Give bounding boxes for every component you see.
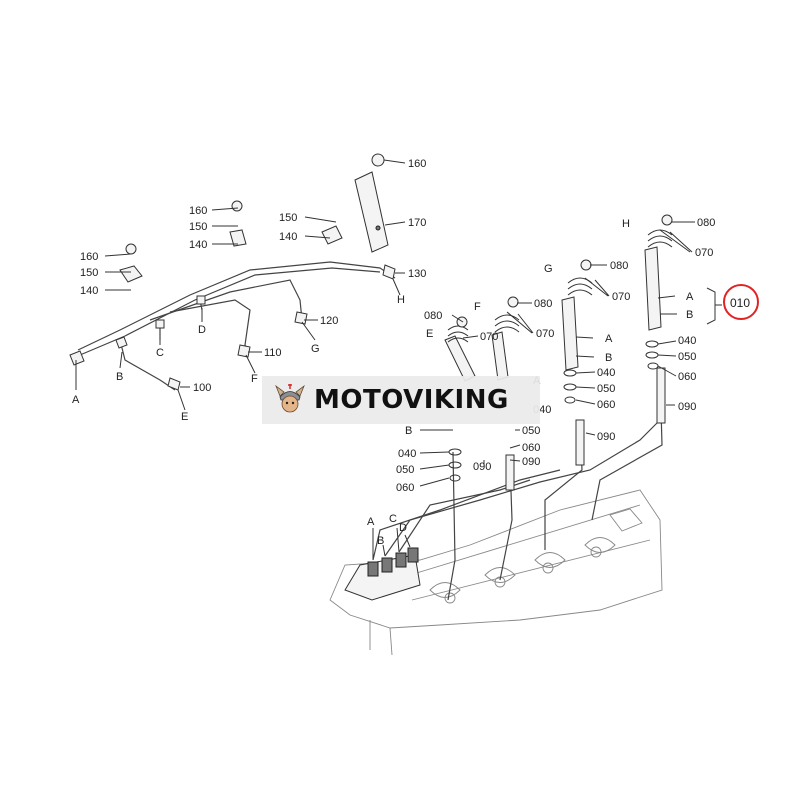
label-110: 110 — [264, 347, 282, 359]
label-060: 060 — [597, 399, 615, 411]
label-100: 100 — [193, 382, 211, 394]
label-160: 160 — [189, 205, 207, 217]
label-070: 070 — [536, 328, 554, 340]
ref-label-b: B — [405, 425, 412, 437]
part-labels: 160 160 160 150 150 150 140 140 140 170 … — [72, 158, 750, 494]
pump-port-label-b: B — [377, 535, 384, 547]
label-040: 040 — [597, 367, 615, 379]
label-150: 150 — [279, 212, 297, 224]
label-140: 140 — [279, 231, 297, 243]
label-090: 090 — [522, 456, 540, 468]
watermark-banner: MOTOVIKING — [262, 376, 540, 424]
label-090: 090 — [678, 401, 696, 413]
label-150: 150 — [189, 221, 207, 233]
hose-label-f: F — [251, 373, 258, 385]
pump-port-label-d: D — [399, 522, 407, 534]
label-050: 050 — [678, 351, 696, 363]
engine-block — [329, 489, 663, 656]
label-160: 160 — [80, 251, 98, 263]
label-060: 060 — [522, 442, 540, 454]
label-080: 080 — [697, 217, 715, 229]
label-070: 070 — [695, 247, 713, 259]
hose-label-h: H — [397, 294, 405, 306]
watermark-text: MOTOVIKING — [314, 385, 509, 415]
label-160: 160 — [408, 158, 426, 170]
leader-lines — [75, 159, 695, 487]
label-040: 040 — [398, 448, 416, 460]
label-080: 080 — [424, 310, 442, 322]
hose-label-b: B — [116, 371, 123, 383]
leak-off-harness — [69, 153, 396, 391]
injector-label-g: G — [544, 263, 553, 275]
label-120: 120 — [320, 315, 338, 327]
hose-label-e: E — [181, 411, 188, 423]
injector-label-e: E — [426, 328, 433, 340]
label-050: 050 — [396, 464, 414, 476]
injector-label-h: H — [622, 218, 630, 230]
pump-port-label-a: A — [367, 516, 375, 528]
hose-label-c: C — [156, 347, 164, 359]
label-060: 060 — [396, 482, 414, 494]
label-090: 090 — [597, 431, 615, 443]
label-140: 140 — [80, 285, 98, 297]
label-130: 130 — [408, 268, 426, 280]
label-040: 040 — [678, 335, 696, 347]
injector-label-f: F — [474, 301, 481, 313]
hose-label-a: A — [72, 394, 80, 406]
ref-label-a: A — [605, 333, 613, 345]
injection-pump — [344, 419, 661, 601]
ref-label-b: B — [686, 309, 693, 321]
label-070: 070 — [612, 291, 630, 303]
ref-label-a: A — [686, 291, 694, 303]
label-080: 080 — [534, 298, 552, 310]
highlight-circle — [723, 284, 759, 320]
injectors — [444, 214, 722, 482]
ref-label-b: B — [605, 352, 612, 364]
label-150: 150 — [80, 267, 98, 279]
viking-mascot-icon — [275, 384, 305, 413]
label-050: 050 — [597, 383, 615, 395]
hose-label-g: G — [311, 343, 320, 355]
label-140: 140 — [189, 239, 207, 251]
label-050: 050 — [522, 425, 540, 437]
label-090: 090 — [473, 461, 491, 473]
label-080: 080 — [610, 260, 628, 272]
hose-label-d: D — [198, 324, 206, 336]
label-060: 060 — [678, 371, 696, 383]
label-170: 170 — [408, 217, 426, 229]
pump-port-label-c: C — [389, 513, 397, 525]
label-070: 070 — [480, 331, 498, 343]
